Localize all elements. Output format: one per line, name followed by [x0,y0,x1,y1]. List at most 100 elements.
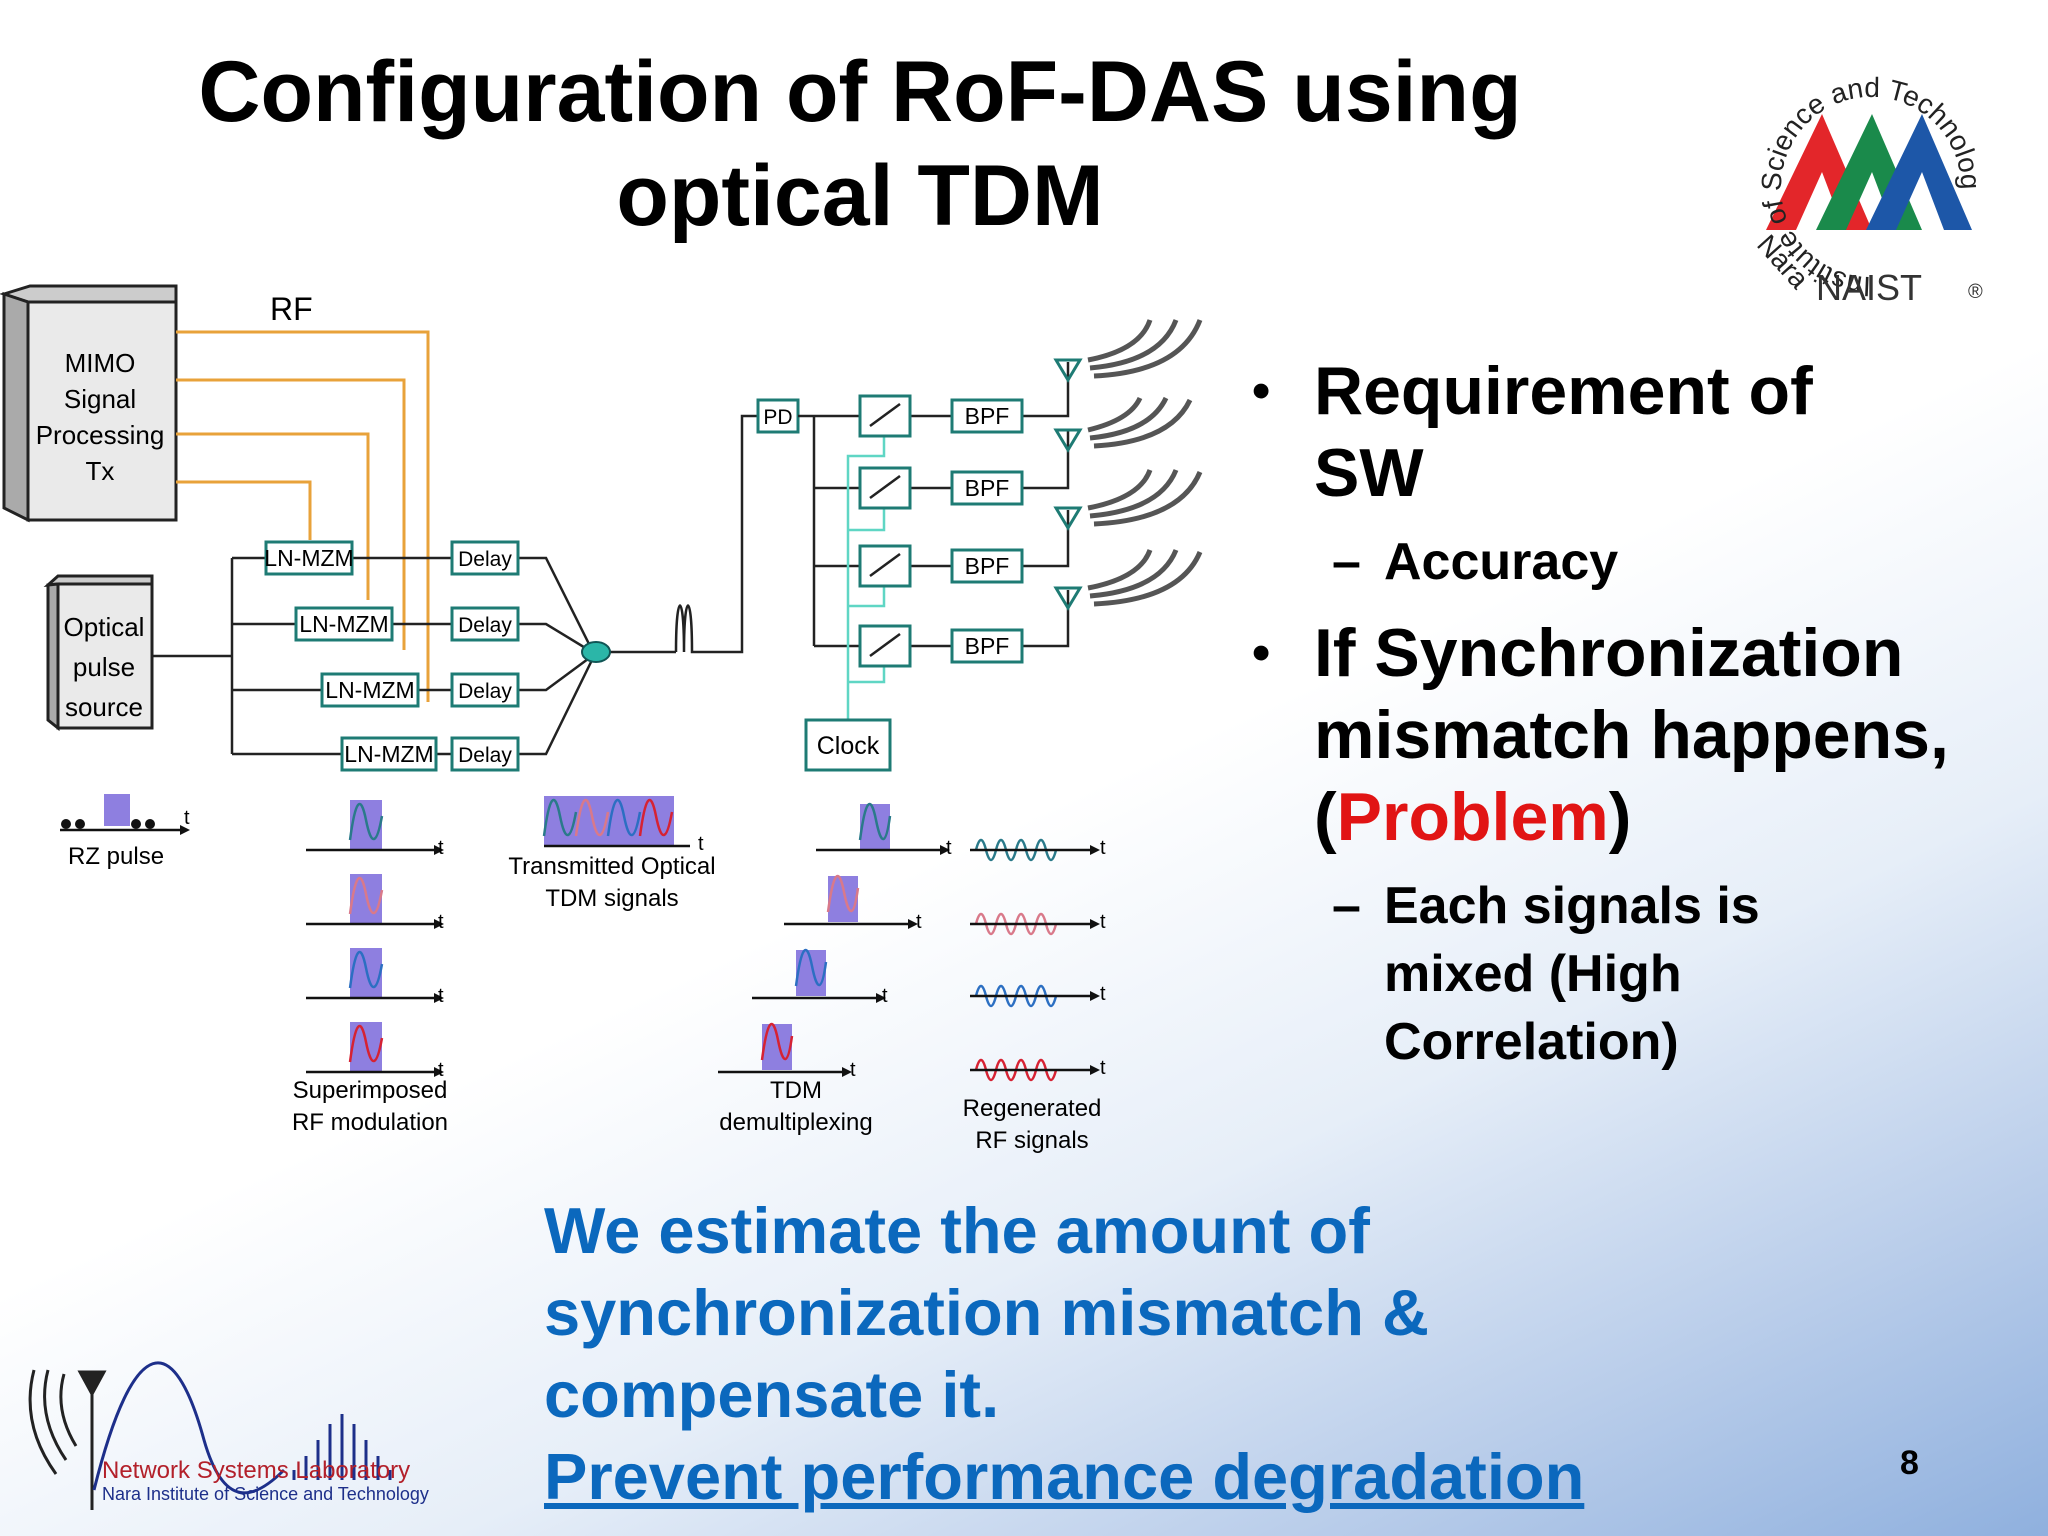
t-label: t [438,911,444,933]
t-label: t [1100,983,1106,1005]
optical-coupler [581,641,611,663]
t-label: t [1100,1057,1106,1079]
bullet-sync-line1: If Synchronization [1314,615,1904,691]
receiver-lines [798,362,1070,648]
lab-antenna-icon [28,1369,107,1510]
mimo-label-2: Signal [64,384,136,414]
source-label-3: source [65,692,143,722]
t-label: t [1100,911,1106,933]
source-label-1: Optical [64,612,145,642]
conclusion-line2: synchronization mismatch & [544,1276,1429,1349]
conclusion-line1: We estimate the amount of [544,1194,1370,1267]
transmitted-signal-graphic [542,796,690,848]
t-label: t [882,985,888,1007]
title-line-2: optical TDM [616,148,1104,244]
lab-logo: Network Systems Laboratory Nara Institut… [28,1361,429,1510]
rf-label: RF [270,291,313,327]
clock-box [804,718,892,772]
rof-das-diagram: MIMO Signal Processing Tx RF Optical pul… [0,284,1203,1154]
lnmzm-label-4: LN-MZM [344,741,433,767]
naist-logo: Institute of Science and Technology Nara… [1736,52,1986,308]
bpf-label-4: BPF [965,633,1010,659]
conclusion-text: We estimate the amount of synchronizatio… [544,1190,1744,1518]
bullet-sync-line2: mismatch happens, [1314,697,1949,773]
bullet-list: Requirement of SW Accuracy If Synchroniz… [1252,350,2042,1076]
conclusion-line4: Prevent performance degradation [544,1440,1585,1513]
pd-label: PD [763,406,792,429]
bullet-sync-close-paren: ) [1608,779,1632,855]
bpf-label-1: BPF [965,403,1010,429]
lnmzm-label-1: LN-MZM [264,545,353,571]
sub-bullet-mixed-line3: Correlation) [1384,1013,1679,1071]
lab-name: Network Systems Laboratory [102,1457,410,1484]
superimposed-label-2: RF modulation [292,1109,448,1136]
t-label: t [184,807,190,829]
delay-boxes [450,540,520,772]
source-label-2: pulse [73,652,135,682]
naist-registered: ® [1968,281,1983,303]
bullet-sync-mismatch: If Synchronization mismatch happens, (Pr… [1252,612,2042,858]
splitter-lines [152,414,758,756]
antenna-icon [1053,358,1083,611]
mimo-label-1: MIMO [65,348,136,378]
lnmzm-label-3: LN-MZM [325,677,414,703]
sub-bullet-mixed-line1: Each signals is [1384,877,1760,935]
t-label: t [698,833,704,855]
mimo-label-3: Processing [36,420,165,450]
bpf-label-2: BPF [965,475,1010,501]
tdm-label-1: TDM [770,1077,822,1104]
page-number: 8 [1900,1444,1919,1482]
bpf-label-3: BPF [965,553,1010,579]
sub-bullet-mixed-line2: mixed (High [1384,945,1682,1003]
sub-bullet-mixed: Each signals is mixed (High Correlation) [1332,872,2042,1076]
switch-glyphs [869,402,901,658]
superimposed-graphics [306,800,444,1077]
lnmzm-boxes [264,540,438,772]
demux-graphics [718,802,950,1077]
regen-label-2: RF signals [975,1127,1088,1154]
bullet-sync-open-paren: ( [1314,779,1337,855]
regenerated-signals [970,838,1100,1082]
naist-name: NAIST [1816,267,1922,308]
lab-pulse-bars [292,1414,392,1480]
lab-wave [92,1361,286,1495]
rz-pulse-label: RZ pulse [68,843,164,870]
lab-subtitle: Nara Institute of Science and Technology [102,1484,429,1504]
tdm-label-2: demultiplexing [719,1109,872,1136]
slide-title: Configuration of RoF-DAS using optical T… [140,40,1580,248]
lnmzm-label-2: LN-MZM [299,611,388,637]
bullet-requirement-line1: Requirement of [1314,353,1813,429]
t-label: t [916,911,922,933]
t-label: t [438,1059,444,1081]
bpf-boxes [950,398,1024,664]
rf-lines [176,330,430,702]
naist-blue-peak [1866,114,1972,230]
delay-label-2: Delay [458,614,512,637]
clock-lines [846,436,886,720]
problem-word: Problem [1336,779,1609,855]
bullet-requirement-line2: SW [1314,435,1424,511]
t-label: t [850,1059,856,1081]
sub-bullet-accuracy: Accuracy [1332,528,2042,596]
mimo-label-4: Tx [86,456,115,486]
rz-pulse-graphic [60,794,190,835]
radio-wave-icon [1087,319,1203,607]
t-label: t [438,985,444,1007]
transmitted-label-2: TDM signals [545,885,678,912]
clock-label: Clock [817,732,880,760]
optical-pulse-source: Optical pulse source [43,574,154,732]
transmitted-label-1: Transmitted Optical [508,853,715,880]
t-label: t [1100,837,1106,859]
delay-label-4: Delay [458,744,512,767]
sub-bullet-accuracy-text: Accuracy [1384,533,1619,591]
regen-label-1: Regenerated [963,1095,1102,1122]
bullet-requirement: Requirement of SW [1252,350,2042,514]
switch-boxes [858,394,912,668]
t-label: t [946,837,952,859]
delay-label-3: Delay [458,680,512,703]
superimposed-label-1: Superimposed [293,1077,448,1104]
mimo-box: MIMO Signal Processing Tx [0,284,178,523]
delay-label-1: Delay [458,548,512,571]
t-label: t [438,837,444,859]
conclusion-line3: compensate it. [544,1358,1000,1431]
